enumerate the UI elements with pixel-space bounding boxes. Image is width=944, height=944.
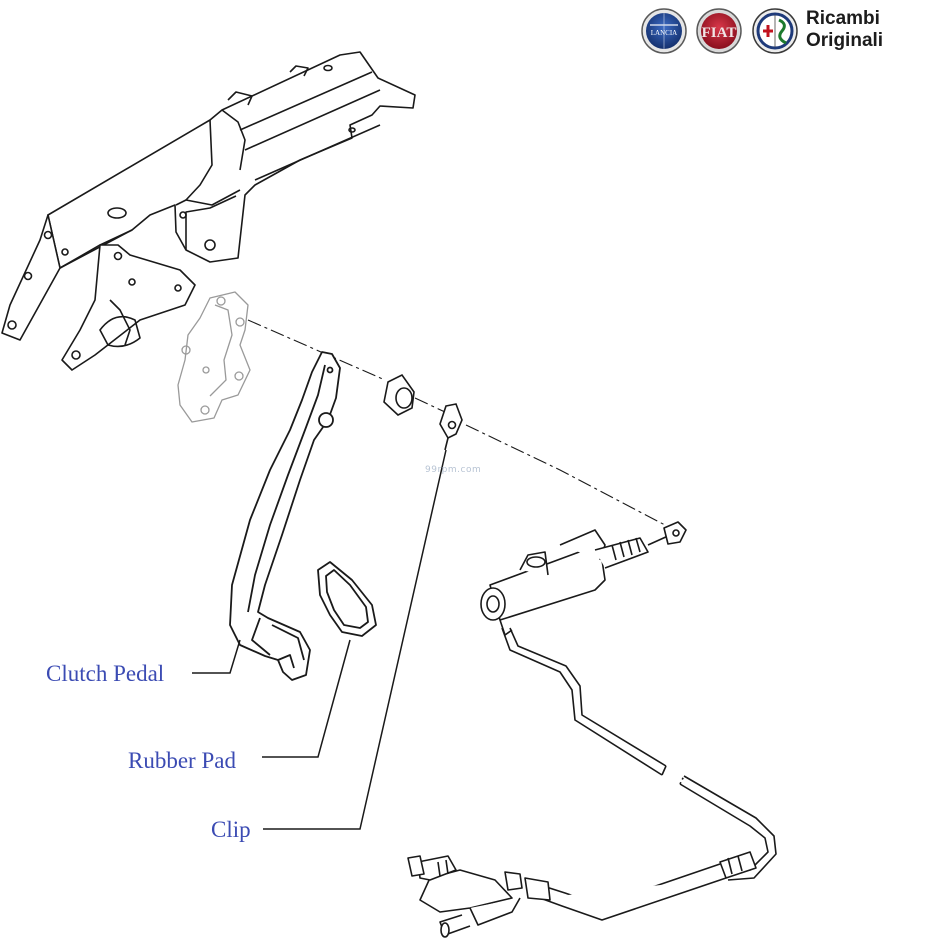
bushing [383, 373, 415, 416]
pedal-box-bracket [1, 51, 416, 371]
clip-part [439, 403, 463, 451]
pivot-axis-line [247, 319, 666, 526]
alfa-romeo-logo [752, 8, 798, 54]
slave-cylinder [407, 851, 757, 938]
watermark: 99rpm.com [425, 465, 482, 475]
lancia-logo: LANCIA [641, 8, 687, 54]
master-cylinder [480, 521, 687, 636]
brand-wordmark: Ricambi Originali [806, 8, 883, 52]
label-rubber-pad: Rubber Pad [128, 748, 236, 773]
svg-text:LANCIA: LANCIA [651, 29, 677, 37]
leader-lines [192, 449, 447, 830]
brand-line-1: Ricambi [806, 8, 880, 29]
mounting-plate-ghost [177, 291, 251, 423]
svg-text:FIAT: FIAT [702, 25, 737, 41]
hydraulic-line [501, 627, 777, 881]
clutch-pedal-part [229, 351, 341, 681]
leader-clutch-pedal [192, 639, 241, 674]
fiat-logo: FIAT [696, 8, 742, 54]
leader-clip [263, 449, 447, 830]
label-clip: Clip [211, 817, 251, 842]
label-clutch-pedal: Clutch Pedal [46, 661, 165, 686]
leader-rubber-pad [262, 639, 351, 758]
brand-line-2: Originali [806, 30, 884, 51]
rubber-pad-part [317, 561, 377, 637]
